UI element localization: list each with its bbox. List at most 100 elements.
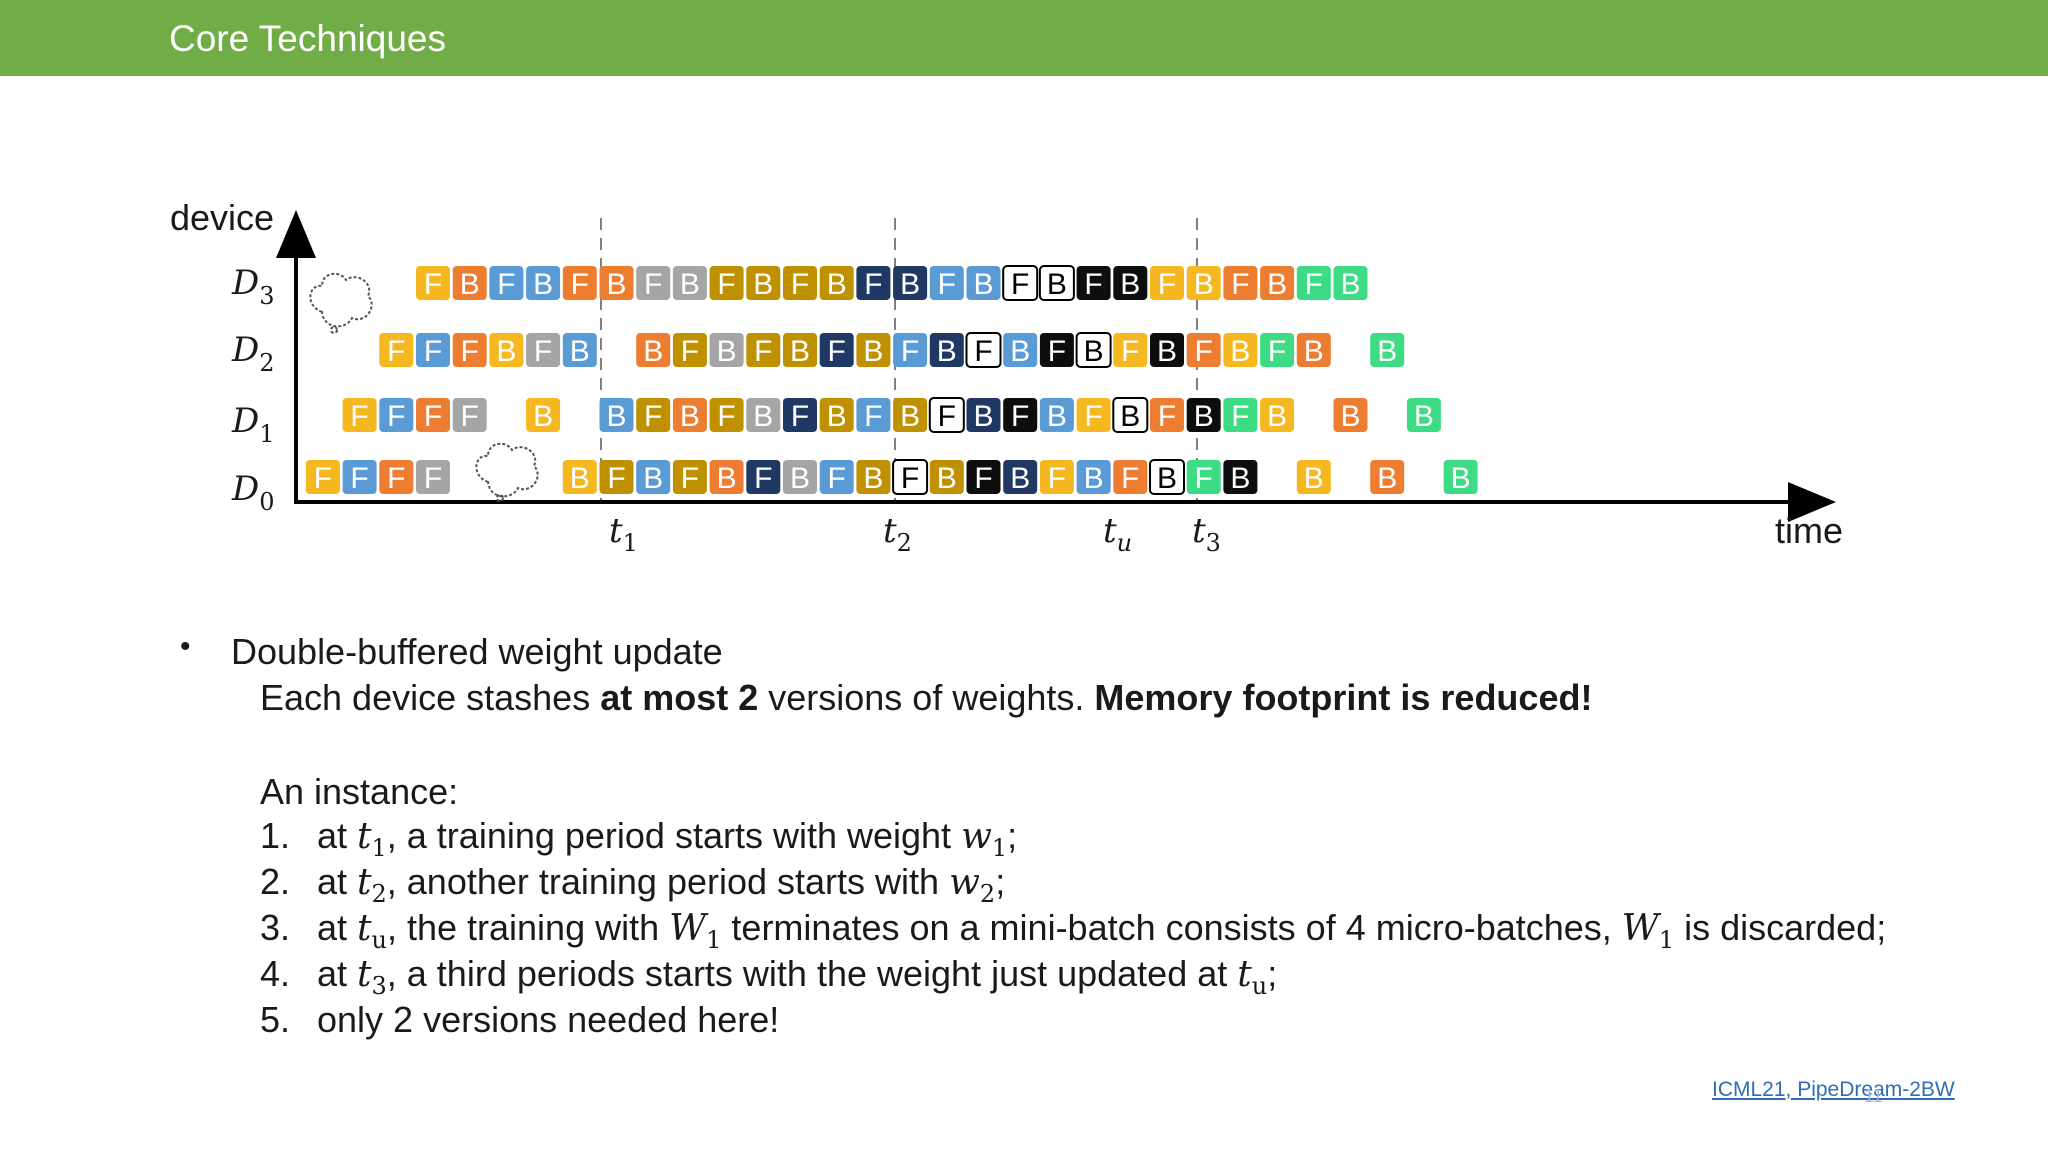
pipeline-block xyxy=(893,266,928,300)
pipeline-block xyxy=(342,398,377,432)
pipeline-block-label: F xyxy=(497,268,515,301)
pipeline-block xyxy=(599,460,634,494)
pipeline-block xyxy=(965,332,1002,368)
pipeline-block xyxy=(1186,398,1221,432)
pipeline-block xyxy=(1223,333,1258,367)
pipeline-block-label: B xyxy=(680,400,700,433)
pipeline-block xyxy=(892,459,929,495)
pipeline-block-label: F xyxy=(350,462,368,495)
pipeline-block xyxy=(1223,398,1258,432)
pipeline-block xyxy=(746,460,781,494)
svg-text:D2: D2 xyxy=(231,330,275,377)
device-label-d3: D3 xyxy=(231,263,275,310)
pipeline-block-label: F xyxy=(1231,268,1249,301)
pipeline-block-label: B xyxy=(1451,462,1471,495)
pipeline-block-label: B xyxy=(606,268,626,301)
pipeline-block-label: B xyxy=(1047,400,1067,433)
pipeline-block-label: F xyxy=(681,462,699,495)
bullet-dot: • xyxy=(180,630,191,663)
list-item: 3.at tu, the training with W1 terminates… xyxy=(260,907,1887,955)
list-item: 4.at t3, a third periods starts with the… xyxy=(260,953,1278,1001)
pipeline-block xyxy=(1076,398,1111,432)
pipeline-block xyxy=(599,266,634,300)
pipeline-block xyxy=(1075,332,1112,368)
pipeline-block-label: F xyxy=(534,335,552,368)
pipeline-block-label: B xyxy=(717,335,737,368)
pipeline-block xyxy=(893,333,928,367)
pipeline-block-label: F xyxy=(864,400,882,433)
pipeline-block xyxy=(709,398,744,432)
pipeline-block xyxy=(1112,397,1149,433)
pipeline-block xyxy=(379,460,414,494)
pipeline-block-label: B xyxy=(570,462,590,495)
pipeline-block-label: B xyxy=(1377,462,1397,495)
pipeline-block-label: B xyxy=(827,268,847,301)
pipeline-block-label: F xyxy=(424,268,442,301)
pipeline-block-label: F xyxy=(644,400,662,433)
pipeline-block xyxy=(452,398,487,432)
pipeline-block xyxy=(1076,460,1111,494)
pipeline-block-label: F xyxy=(424,400,442,433)
pipeline-block xyxy=(1003,398,1038,432)
pipeline-block-label: B xyxy=(1084,335,1104,368)
pipeline-block-label: B xyxy=(863,335,883,368)
svg-text:t3: t3 xyxy=(1192,511,1221,557)
pipeline-block-label: F xyxy=(1158,268,1176,301)
pipeline-block xyxy=(929,333,964,367)
pipeline-block-label: B xyxy=(1267,268,1287,301)
pipeline-block xyxy=(1002,265,1039,301)
pipeline-block-label: F xyxy=(828,462,846,495)
pipeline-block xyxy=(1003,333,1038,367)
pipeline-block-label: F xyxy=(607,462,625,495)
pipeline-block xyxy=(783,398,817,432)
pipeline-block xyxy=(856,333,891,367)
list-item: 2.at t2, another training period starts … xyxy=(260,861,1006,909)
pipeline-block xyxy=(379,333,414,367)
pipeline-block xyxy=(929,266,964,300)
pipeline-block xyxy=(416,398,450,432)
pipeline-block xyxy=(416,460,450,494)
pipeline-block-label: B xyxy=(1157,335,1177,368)
time-label-t3: t3 xyxy=(1192,511,1221,557)
pipeline-block-label: B xyxy=(753,400,773,433)
reference-link[interactable]: ICML21, PipeDream-2BW xyxy=(1712,1078,1955,1101)
title-bar: Core Techniques xyxy=(0,0,2048,76)
pipeline-block-label: B xyxy=(1047,268,1067,301)
pipeline-block-label: F xyxy=(314,462,332,495)
pipeline-block xyxy=(562,460,597,494)
svg-text:D0: D0 xyxy=(231,469,275,516)
pipeline-block-label: F xyxy=(1158,400,1176,433)
pipeline-block xyxy=(1186,333,1221,367)
pipeline-block-label: F xyxy=(938,400,956,433)
pipeline-block-label: B xyxy=(643,335,663,368)
idle-bubble-icon xyxy=(309,272,373,334)
pipeline-block-label: B xyxy=(900,268,920,301)
pipeline-block xyxy=(746,398,781,432)
y-axis-label: device xyxy=(170,197,274,238)
pipeline-block xyxy=(416,266,450,300)
pipeline-block-label: F xyxy=(424,462,442,495)
pipeline-block xyxy=(966,266,1001,300)
bullet-heading: Double-buffered weight update xyxy=(231,631,723,672)
pipeline-block xyxy=(1260,266,1295,300)
pipeline-block xyxy=(1333,266,1368,300)
pipeline-block xyxy=(1260,333,1295,367)
page-number: 11 xyxy=(1864,1086,1883,1106)
pipeline-block xyxy=(1150,266,1184,300)
pipeline-block xyxy=(416,333,450,367)
pipeline-block-label: F xyxy=(974,335,992,368)
pipeline-block-label: F xyxy=(644,268,662,301)
pipeline-block-label: B xyxy=(1120,268,1140,301)
pipeline-block-label: B xyxy=(1120,400,1140,433)
pipeline-block xyxy=(856,460,891,494)
idle-bubble-icon xyxy=(475,442,539,502)
pipeline-block xyxy=(599,398,634,432)
pipeline-block-label: B xyxy=(1340,400,1360,433)
pipeline-block xyxy=(1113,460,1148,494)
pipeline-block xyxy=(1003,460,1038,494)
pipeline-block xyxy=(819,266,854,300)
pipeline-block-label: F xyxy=(387,400,405,433)
pipeline-block-label: B xyxy=(790,462,810,495)
pipeline-block xyxy=(856,398,891,432)
pipeline-block-label: F xyxy=(1084,400,1102,433)
